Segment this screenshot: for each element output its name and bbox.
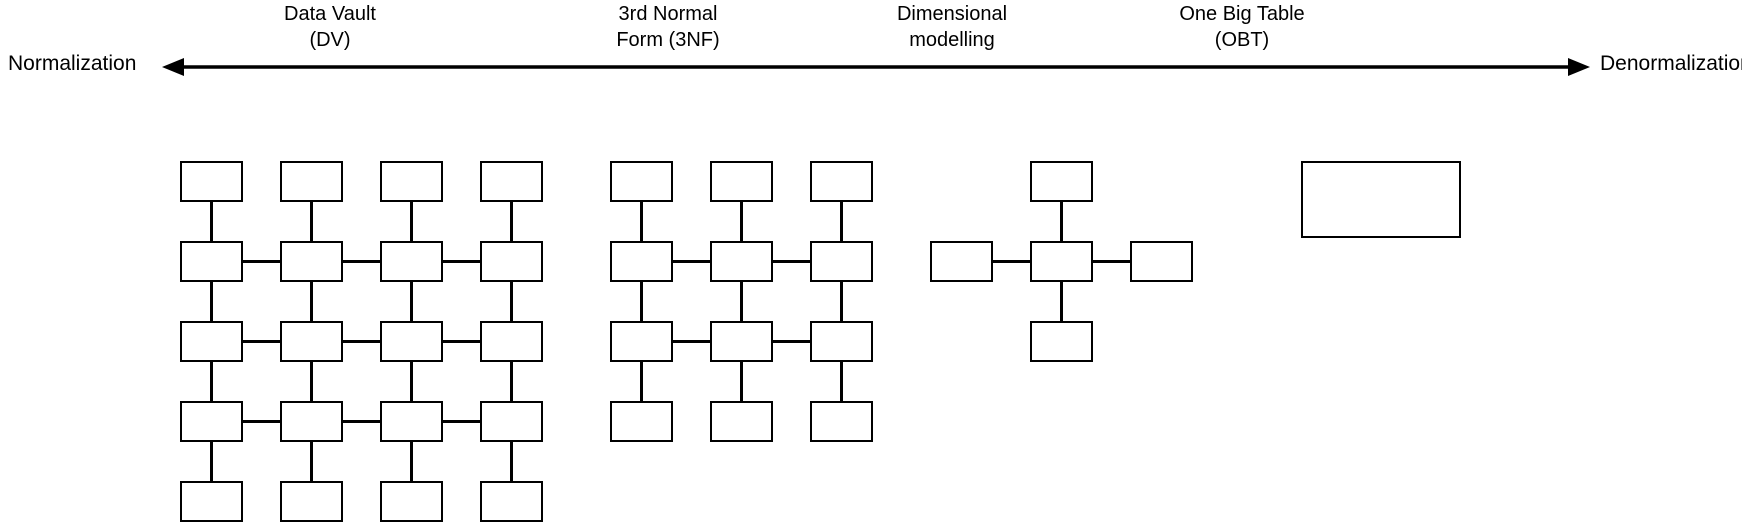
third-normal-form-table-node <box>810 321 873 362</box>
spectrum-arrow-icon <box>162 58 1590 76</box>
third-normal-form-table-node <box>710 241 773 282</box>
third-normal-form-table-node <box>710 161 773 202</box>
connector-vertical <box>640 202 643 241</box>
axis-label-normalization: Normalization <box>8 52 137 75</box>
third-normal-form-table-node <box>710 321 773 362</box>
connector-vertical <box>740 282 743 321</box>
data-vault-table-node <box>480 321 543 362</box>
connector-vertical <box>510 362 513 401</box>
third-normal-form-table-node <box>610 401 673 442</box>
data-vault-table-node <box>180 241 243 282</box>
connector-vertical <box>210 362 213 401</box>
third-normal-form-table-node <box>610 241 673 282</box>
third-normal-form-table-node <box>610 321 673 362</box>
connector-vertical <box>310 282 313 321</box>
data-vault-table-node <box>480 241 543 282</box>
third-normal-form-table-node <box>610 161 673 202</box>
connector-horizontal <box>243 340 280 343</box>
connector-vertical <box>410 202 413 241</box>
connector-vertical <box>840 362 843 401</box>
data-vault-table-node <box>380 241 443 282</box>
dimensional-fact-node <box>1030 241 1093 282</box>
connector-horizontal <box>343 260 380 263</box>
connector-vertical <box>410 362 413 401</box>
data-vault-table-node <box>180 161 243 202</box>
connector-vertical <box>210 202 213 241</box>
data-vault-table-node <box>180 321 243 362</box>
connector-vertical <box>510 282 513 321</box>
connector-horizontal <box>243 260 280 263</box>
stage-label-data-vault: Data Vault (DV) <box>284 3 376 51</box>
dimensional-dimension-node <box>1030 321 1093 362</box>
connector-horizontal <box>773 340 810 343</box>
connector-vertical <box>640 362 643 401</box>
data-vault-table-node <box>280 321 343 362</box>
connector-horizontal <box>993 260 1030 263</box>
third-normal-form-table-node <box>810 241 873 282</box>
data-vault-table-node <box>280 241 343 282</box>
data-vault-table-node <box>380 401 443 442</box>
connector-vertical <box>840 202 843 241</box>
connector-horizontal <box>1093 260 1130 263</box>
connector-horizontal <box>673 340 710 343</box>
third-normal-form-table-node <box>710 401 773 442</box>
connector-vertical <box>740 362 743 401</box>
data-vault-table-node <box>380 161 443 202</box>
third-normal-form-table-node <box>810 161 873 202</box>
connector-vertical <box>310 442 313 481</box>
data-vault-table-node <box>280 481 343 522</box>
stage-label-third-normal-form: 3rd Normal Form (3NF) <box>616 3 720 51</box>
data-vault-table-node <box>180 401 243 442</box>
stage-label-dimensional-modelling: Dimensional modelling <box>896 3 1008 51</box>
connector-vertical <box>640 282 643 321</box>
connector-horizontal <box>443 420 480 423</box>
connector-horizontal <box>773 260 810 263</box>
connector-vertical <box>310 362 313 401</box>
connector-vertical <box>1060 202 1063 241</box>
connector-vertical <box>410 282 413 321</box>
connector-horizontal <box>443 260 480 263</box>
connector-vertical <box>510 442 513 481</box>
connector-vertical <box>740 202 743 241</box>
connector-horizontal <box>243 420 280 423</box>
data-vault-table-node <box>180 481 243 522</box>
connector-vertical <box>410 442 413 481</box>
data-vault-table-node <box>480 161 543 202</box>
connector-vertical <box>1060 282 1063 321</box>
third-normal-form-table-node <box>810 401 873 442</box>
data-vault-table-node <box>380 481 443 522</box>
connector-vertical <box>310 202 313 241</box>
data-vault-table-node <box>480 401 543 442</box>
dimensional-dimension-node <box>930 241 993 282</box>
connector-vertical <box>210 282 213 321</box>
connector-vertical <box>840 282 843 321</box>
data-vault-table-node <box>280 401 343 442</box>
connector-vertical <box>510 202 513 241</box>
data-vault-table-node <box>480 481 543 522</box>
stage-label-one-big-table: One Big Table (OBT) <box>1179 3 1305 51</box>
connector-vertical <box>210 442 213 481</box>
connector-horizontal <box>673 260 710 263</box>
connector-horizontal <box>443 340 480 343</box>
connector-horizontal <box>343 340 380 343</box>
connector-horizontal <box>343 420 380 423</box>
data-vault-table-node <box>380 321 443 362</box>
dimensional-dimension-node <box>1130 241 1193 282</box>
dimensional-dimension-node <box>1030 161 1093 202</box>
one-big-table-node <box>1301 161 1461 238</box>
data-vault-table-node <box>280 161 343 202</box>
axis-label-denormalization: Denormalization <box>1600 52 1742 75</box>
